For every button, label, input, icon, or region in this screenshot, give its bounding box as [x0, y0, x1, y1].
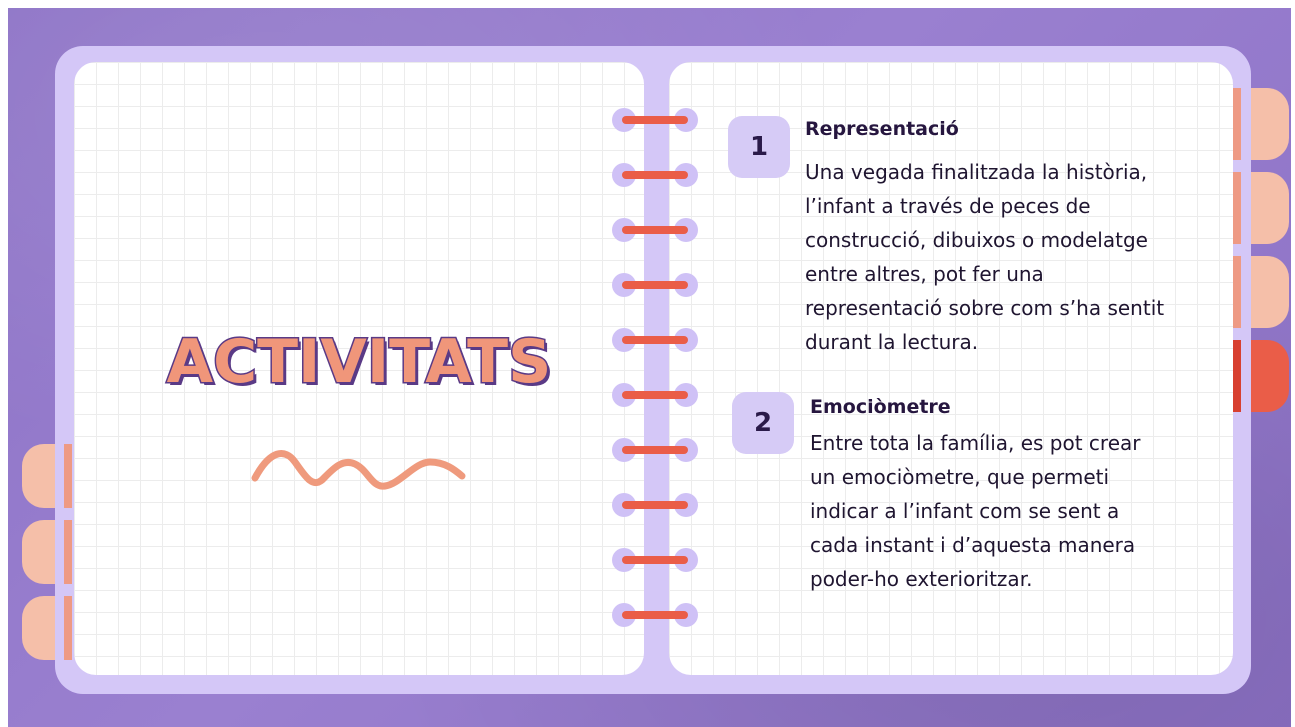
activity-1-number: 1	[728, 116, 790, 178]
tab-left-1-strip	[64, 444, 72, 508]
ring	[612, 548, 698, 572]
ring	[612, 273, 698, 297]
tab-3-strip	[1233, 256, 1241, 328]
ring	[612, 438, 698, 462]
page-title: ACTIVITATS	[165, 326, 553, 399]
ring	[612, 163, 698, 187]
activity-2-heading: Emociòmetre	[810, 396, 951, 418]
left-page	[74, 62, 644, 675]
ring	[612, 328, 698, 352]
ring	[612, 493, 698, 517]
tab-2-strip	[1233, 172, 1241, 244]
ring	[612, 218, 698, 242]
activity-2-number: 2	[732, 392, 794, 454]
activity-2-text: Entre tota la família, es pot crear un e…	[810, 431, 1141, 591]
tab-1-strip	[1233, 88, 1241, 160]
squiggle-decoration	[251, 450, 466, 490]
ring	[612, 108, 698, 132]
ring	[612, 603, 698, 627]
activity-1-heading: Representació	[805, 118, 959, 140]
tab-left-2-strip	[64, 520, 72, 584]
tab-active-strip	[1233, 340, 1241, 412]
tab-left-3-strip	[64, 596, 72, 660]
activity-1-text: Una vegada finalitzada la història, l’in…	[805, 160, 1165, 354]
ring	[612, 383, 698, 407]
